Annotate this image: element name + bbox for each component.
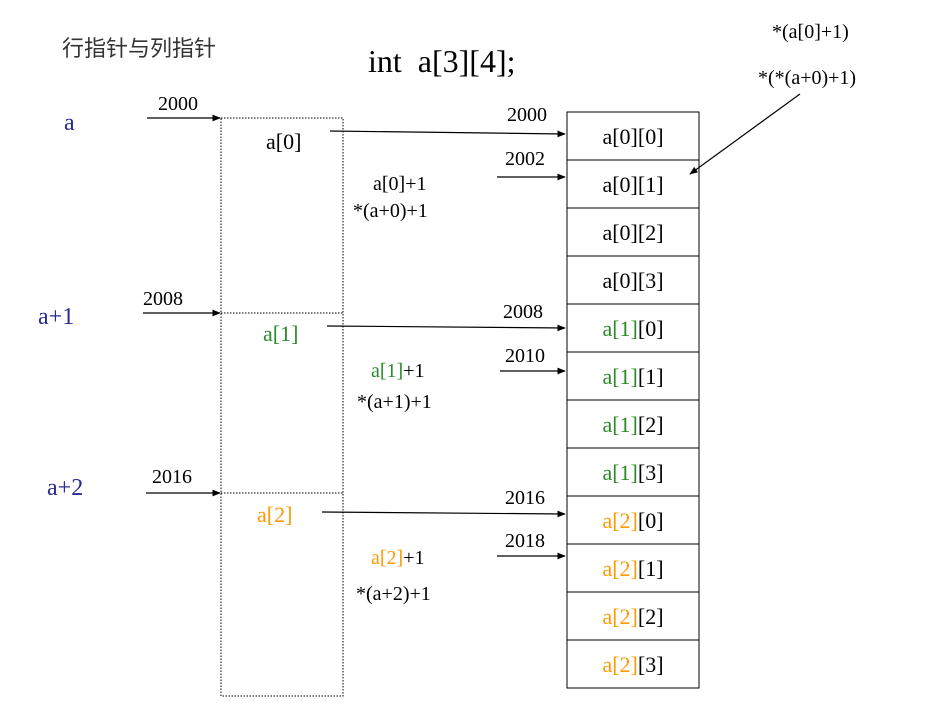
row-2-start-arrow [321,510,566,518]
element-address-2010: 2010 [500,345,566,375]
array-element-label: a[0][1] [602,172,663,197]
array-element-label: a[0][0] [602,124,663,149]
element-row-part: a[0] [602,268,637,293]
element-address-2018: 2018 [497,530,566,560]
element-col-part: [0] [638,508,664,533]
row-pointer-address: 2008 [143,288,183,310]
element-col-part: [1] [638,556,664,581]
row-pointer-label: a+1 [38,304,74,330]
array-element-label: a[2][0] [602,508,663,533]
element-row-part: a[0] [602,124,637,149]
row-array-name-2: a[2] [257,502,292,527]
element-col-part: [1] [638,364,664,389]
element-col-part: [1] [638,172,664,197]
element-address-2002: 2002 [497,148,566,181]
row-pointer-array-box [220,117,344,697]
row-pointer-address: 2000 [158,93,198,115]
row-0-start-arrow [329,130,566,138]
element-col-part: [0] [638,124,664,149]
array-element-label: a[2][1] [602,556,663,581]
array-element-cell: a[2][3] [567,639,699,677]
row-pointer-label: a [64,110,75,136]
array-element-cell: a[2][2] [567,591,699,629]
row-pointer-address: 2016 [152,466,192,488]
row-1-deref-expression: *(a+1)+1 [357,391,432,413]
element-address-label: 2010 [505,345,545,367]
row-pointer-label: a+2 [47,475,83,501]
array-element-label: a[1][0] [602,316,663,341]
element-array: a[0][0]a[0][1]a[0][2]a[0][3]a[1][0]a[1][… [566,111,700,689]
element-address-label: 2008 [503,301,543,323]
expression-row-part: a[2] [371,547,403,569]
element-row-part: a[0] [602,220,637,245]
element-address-2000: 2000 [507,104,547,126]
element-address-2008: 2008 [503,301,543,323]
expression-offset-part: +1 [405,173,426,195]
array-element-cell: a[1][3] [567,447,699,485]
row-1-start-arrow [326,324,566,332]
expression-row-part: a[1] [371,360,403,382]
element-row-part: a[1] [602,460,637,485]
array-element-cell: a[1][1] [567,351,699,389]
element-row-part: a[2] [602,652,637,677]
array-element-cell: a[1][0] [567,303,699,341]
element-row-part: a[2] [602,556,637,581]
element-col-part: [3] [638,268,664,293]
row-array-name-0: a[0] [266,129,301,154]
element-row-part: a[2] [602,604,637,629]
expression-offset-part: +1 [403,547,424,569]
element-address-2016: 2016 [505,487,545,509]
array-element-label: a[1][1] [602,364,663,389]
row-0-plus-one-expression: a[0]+1 [373,173,426,195]
array-element-label: a[2][3] [602,652,663,677]
array-element-cell: a[1][2] [567,399,699,437]
row-1-plus-one-expression: a[1]+1 [371,360,424,382]
row-2-plus-one-expression: a[2]+1 [371,547,424,569]
element-col-part: [2] [638,412,664,437]
element-row-part: a[1] [602,316,637,341]
array-element-cell: a[0][2] [567,207,699,245]
array-element-cell: a[2][1] [567,543,699,581]
expression-row-part: a[0] [373,173,405,195]
element-row-part: a[1] [602,412,637,437]
row-0-deref-expression: *(a+0)+1 [353,200,428,222]
element-row-part: a[0] [602,172,637,197]
array-element-label: a[1][2] [602,412,663,437]
array-element-cell: a[0][3] [567,255,699,293]
row-pointer-a-plus-2: a+2 2016 [47,466,221,501]
array-element-label: a[0][3] [602,268,663,293]
diagram-subtitle: 行指针与列指针 [62,37,216,62]
row-pointer-a-plus-1: a+1 2008 [38,288,221,330]
array-element-label: a[1][3] [602,460,663,485]
array-element-cell: a[0][1] [567,159,699,197]
element-address-label: 2016 [505,487,545,509]
element-col-part: [3] [638,460,664,485]
array-element-cell: a[0][0] [602,124,663,149]
element-expression-arrow [689,93,801,175]
element-col-part: [2] [638,604,664,629]
element-col-part: [2] [638,220,664,245]
array-element-cell: a[2][0] [567,495,699,533]
element-col-part: [0] [638,316,664,341]
element-expression-2: *(*(a+0)+1) [758,67,856,89]
array-declaration: int a[3][4]; [368,43,516,79]
expression-offset-part: +1 [403,360,424,382]
element-address-label: 2002 [505,148,545,170]
element-address-label: 2000 [507,104,547,126]
row-pointer-a: a 2000 [64,93,221,136]
row-array-name-1: a[1] [263,321,298,346]
element-address-label: 2018 [505,530,545,552]
element-expression-1: *(a[0]+1) [772,21,849,43]
array-element-label: a[2][2] [602,604,663,629]
element-col-part: [3] [638,652,664,677]
row-2-deref-expression: *(a+2)+1 [356,583,431,605]
element-row-part: a[2] [602,508,637,533]
array-element-label: a[0][2] [602,220,663,245]
element-row-part: a[1] [602,364,637,389]
